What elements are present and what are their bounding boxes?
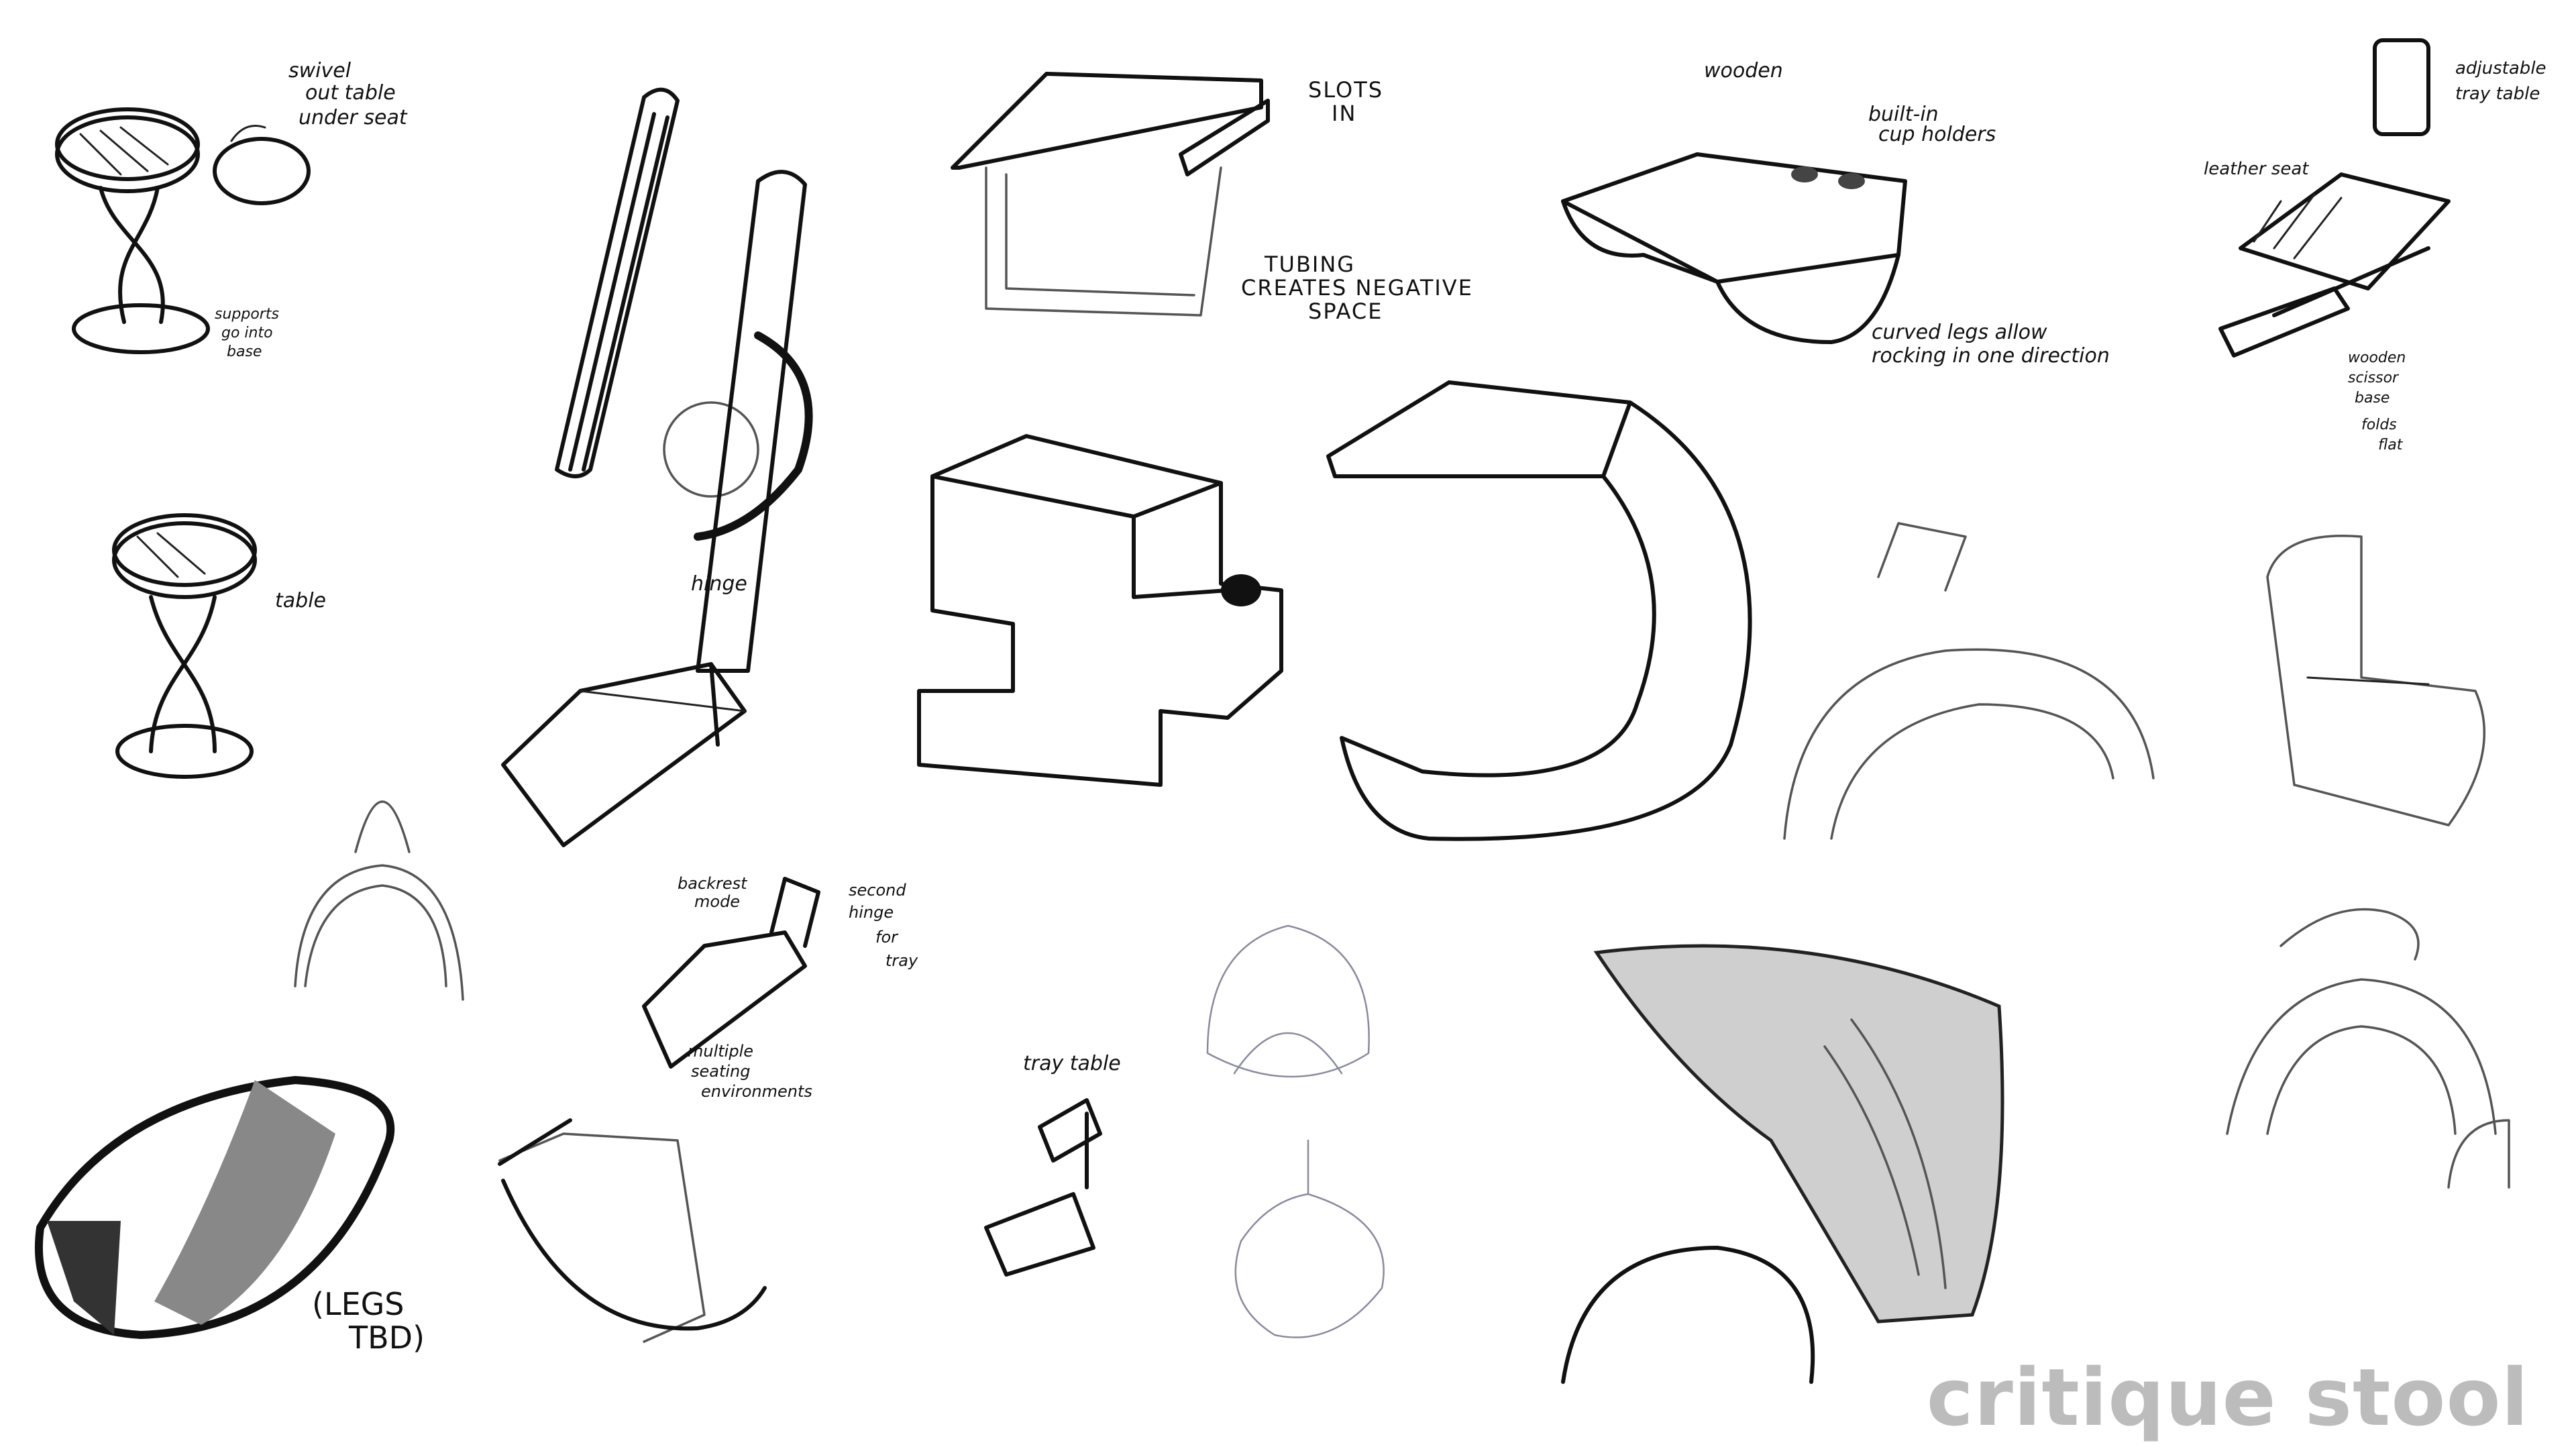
second-hinge-note-4: tray bbox=[885, 951, 918, 970]
slots-note-1: SLOTS bbox=[1308, 77, 1383, 103]
sketch-table-stool bbox=[112, 513, 257, 779]
legs-tbd-note-2: TBD) bbox=[348, 1320, 425, 1356]
swivel-note-2: out table bbox=[305, 81, 396, 105]
swivel-note-3: under seat bbox=[299, 106, 408, 129]
tray-table-note: tray table bbox=[1023, 1052, 1121, 1075]
sketch-rocking-stool bbox=[1561, 152, 1907, 344]
hinge-note: hinge bbox=[691, 572, 747, 596]
second-hinge-note-2: hinge bbox=[849, 903, 894, 922]
folds-flat-note-1: folds bbox=[2361, 417, 2397, 433]
sketch-backrest-mode bbox=[642, 877, 820, 1069]
adjustable-note-2: tray table bbox=[2455, 84, 2540, 104]
cup-holders-note-2: cup holders bbox=[1878, 123, 1996, 146]
scissor-note-1: wooden bbox=[2348, 350, 2406, 366]
multiple-note-3: environments bbox=[701, 1082, 812, 1101]
adjustable-note-1: adjustable bbox=[2455, 58, 2546, 78]
sketch-bowl-chair bbox=[34, 1076, 395, 1339]
sketch-block-stool bbox=[917, 434, 1283, 787]
sketch-arch-small bbox=[294, 800, 464, 1001]
supports-note-2: go into bbox=[221, 325, 273, 341]
curved-legs-note-2: rocking in one direction bbox=[1872, 344, 2110, 368]
sketch-wave-chair bbox=[1561, 944, 2004, 1384]
sketch-arch-fragment bbox=[2447, 1119, 2510, 1189]
page-title: critique stool bbox=[1926, 1351, 2529, 1444]
sketch-scissor-stool bbox=[2218, 38, 2451, 358]
backrest-note-2: mode bbox=[694, 892, 740, 911]
second-hinge-note-1: second bbox=[849, 881, 906, 900]
sketch-c-stool bbox=[1326, 380, 1752, 841]
swivel-note-1: swivel bbox=[288, 59, 352, 83]
sketch-tray-stool bbox=[984, 1098, 1102, 1277]
scissor-note-2: scissor bbox=[2348, 370, 2400, 386]
supports-note-1: supports bbox=[215, 306, 279, 323]
folds-flat-note-2: flat bbox=[2378, 437, 2404, 453]
wooden-note: wooden bbox=[1704, 59, 1783, 83]
tubing-note-2: CREATES NEGATIVE bbox=[1241, 275, 1473, 301]
legs-tbd-note-1: (LEGS bbox=[312, 1286, 404, 1322]
sketch-side-chair bbox=[2266, 535, 2486, 826]
sketch-sling-chair bbox=[498, 1118, 767, 1343]
sketch-arch-tray bbox=[1783, 522, 2155, 840]
sketch-slot-table bbox=[951, 72, 1270, 317]
cup-holders-note-1: built-in bbox=[1868, 103, 1939, 126]
supports-note-3: base bbox=[227, 343, 262, 360]
sketch-arch-saddle bbox=[2226, 908, 2497, 1135]
slots-note-2: IN bbox=[1332, 101, 1356, 126]
sketch-bell-pods bbox=[1206, 924, 1385, 1338]
multiple-note-2: seating bbox=[691, 1062, 751, 1081]
backrest-note-1: backrest bbox=[678, 874, 748, 893]
multiple-note-1: multiple bbox=[688, 1042, 753, 1061]
scissor-note-3: base bbox=[2355, 390, 2390, 407]
leather-seat-note: leather seat bbox=[2204, 159, 2309, 179]
curved-legs-note-1: curved legs allow bbox=[1872, 321, 2047, 344]
second-hinge-note-3: for bbox=[875, 928, 899, 947]
tubing-note-3: SPACE bbox=[1308, 299, 1383, 324]
sketch-swivel-stool bbox=[55, 107, 311, 354]
table-note: table bbox=[275, 589, 326, 612]
sketch-hinge-box bbox=[501, 662, 747, 847]
sketch-tube-frame bbox=[555, 87, 813, 673]
tubing-note-1: TUBING bbox=[1264, 252, 1355, 277]
